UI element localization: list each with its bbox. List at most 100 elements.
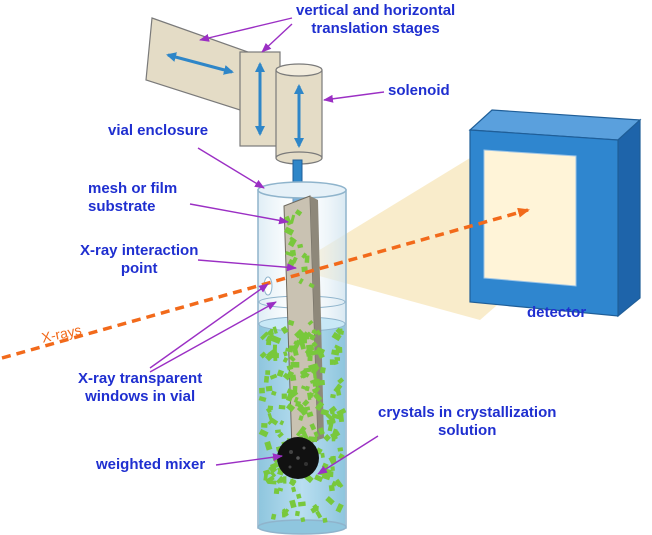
crystal bbox=[326, 418, 336, 425]
crystal bbox=[307, 319, 314, 326]
crystal bbox=[300, 517, 306, 523]
label-weighted-mixer: weighted mixer bbox=[96, 456, 206, 473]
crystal bbox=[265, 475, 275, 484]
crystal bbox=[289, 374, 297, 382]
crystal bbox=[306, 411, 314, 418]
crystal bbox=[301, 408, 308, 415]
crystal bbox=[322, 517, 328, 523]
crystal bbox=[265, 407, 272, 414]
crystal bbox=[335, 347, 343, 354]
crystal bbox=[285, 403, 296, 413]
crystal bbox=[258, 428, 269, 438]
crystal bbox=[320, 408, 330, 416]
crystal bbox=[323, 433, 332, 442]
leader-mixer bbox=[215, 453, 283, 466]
crystal bbox=[267, 348, 278, 358]
leader-interaction bbox=[197, 259, 297, 272]
crystal bbox=[304, 385, 310, 392]
crystal bbox=[288, 355, 296, 362]
label-windows-line1: X-ray transparent bbox=[78, 370, 203, 387]
crystal bbox=[295, 400, 301, 407]
crystal bbox=[287, 237, 297, 248]
crystal bbox=[281, 393, 287, 399]
crystal bbox=[331, 428, 338, 438]
crystal bbox=[329, 359, 334, 365]
crystal bbox=[331, 480, 338, 487]
crystal bbox=[328, 484, 335, 492]
crystal bbox=[264, 441, 273, 451]
crystal bbox=[296, 493, 302, 500]
label-crystals-line2: solution bbox=[438, 422, 497, 439]
crystal bbox=[285, 347, 294, 353]
crystal bbox=[337, 447, 344, 452]
crystal bbox=[281, 511, 286, 518]
crystal bbox=[269, 373, 278, 380]
crystal bbox=[270, 471, 277, 478]
crystal bbox=[265, 370, 271, 375]
crystal bbox=[266, 340, 272, 346]
leader-windows-1 bbox=[149, 283, 269, 369]
crystal bbox=[277, 431, 284, 439]
crystal bbox=[308, 392, 314, 399]
detector-face bbox=[483, 149, 577, 287]
crystal bbox=[294, 510, 300, 517]
crystal bbox=[287, 319, 295, 326]
crystal bbox=[308, 436, 318, 443]
crystal bbox=[335, 503, 344, 513]
crystal bbox=[276, 369, 285, 378]
crystal bbox=[311, 341, 318, 348]
crystal bbox=[290, 362, 300, 368]
crystal bbox=[313, 431, 319, 438]
crystal bbox=[289, 249, 297, 257]
crystal bbox=[278, 404, 286, 410]
crystal bbox=[297, 501, 306, 507]
crystal bbox=[330, 393, 336, 399]
crystal bbox=[259, 387, 265, 394]
crystal bbox=[304, 255, 310, 263]
crystal bbox=[300, 373, 307, 379]
crystal bbox=[294, 209, 303, 217]
crystal bbox=[314, 474, 324, 483]
crystal bbox=[320, 452, 325, 458]
label-mesh-substrate: mesh or film substrate bbox=[88, 180, 177, 216]
label-crystals-line1: crystals in crystallization bbox=[378, 404, 557, 421]
crystal bbox=[298, 278, 304, 285]
leader-solenoid bbox=[323, 91, 385, 103]
crystal bbox=[282, 357, 289, 363]
crystal bbox=[311, 329, 318, 336]
crystal bbox=[312, 371, 317, 379]
crystal bbox=[300, 334, 310, 340]
crystal bbox=[312, 392, 323, 403]
crystal bbox=[325, 496, 335, 506]
label-interaction-line1: X-ray interaction bbox=[80, 242, 199, 259]
crystal bbox=[268, 464, 278, 474]
crystal bbox=[289, 345, 296, 350]
crystal bbox=[319, 366, 326, 374]
label-mesh-line2: substrate bbox=[88, 198, 156, 215]
detector bbox=[468, 109, 642, 318]
label-vial-enclosure: vial enclosure bbox=[108, 122, 209, 139]
crystal bbox=[276, 475, 284, 484]
crystal bbox=[265, 335, 273, 343]
crystal bbox=[310, 507, 317, 514]
crystal bbox=[294, 328, 305, 339]
solenoid bbox=[275, 63, 323, 165]
crystal bbox=[270, 513, 277, 520]
crystal bbox=[270, 390, 277, 396]
crystal bbox=[309, 423, 317, 431]
crystal bbox=[291, 486, 297, 493]
crystal bbox=[265, 385, 273, 392]
crystal bbox=[270, 353, 279, 359]
translation-stages bbox=[145, 17, 281, 147]
crystal bbox=[260, 331, 269, 341]
leader-crystals bbox=[317, 435, 379, 475]
crystal bbox=[273, 488, 280, 495]
label-interaction-point: X-ray interaction point bbox=[80, 242, 198, 278]
crystal bbox=[261, 422, 268, 428]
label-translation-stages: vertical and horizontal translation stag… bbox=[296, 2, 455, 38]
crystal bbox=[266, 329, 275, 337]
crystal bbox=[315, 329, 322, 336]
crystal bbox=[291, 256, 298, 264]
crystal bbox=[304, 372, 310, 378]
crystal bbox=[293, 340, 299, 346]
